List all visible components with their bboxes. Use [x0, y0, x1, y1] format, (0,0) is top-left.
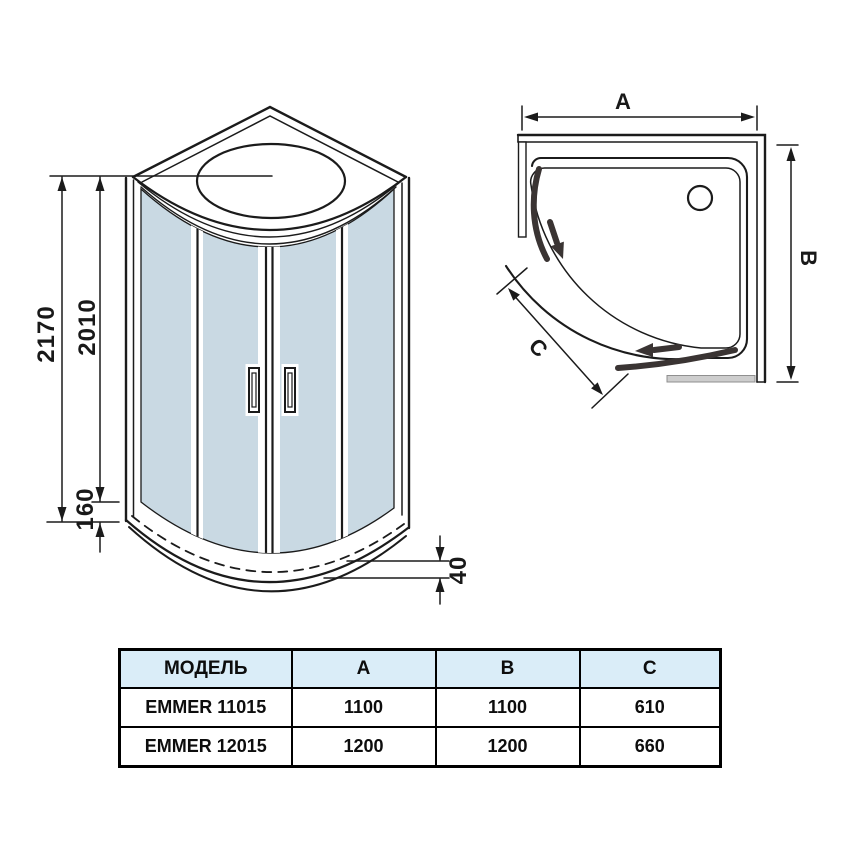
- dim-label-tray-lip: 40: [445, 556, 472, 585]
- header-a: A: [290, 648, 437, 689]
- dim-total-height: [46, 175, 273, 523]
- dim-tray-lip: [323, 535, 450, 605]
- dim-door-height: [91, 176, 120, 503]
- value-c: 610: [578, 687, 722, 728]
- dim-depth-b: [776, 144, 799, 383]
- value-b: 1100: [434, 687, 581, 728]
- header-model: МОДЕЛЬ: [118, 648, 293, 689]
- door-handle-right: [281, 364, 299, 416]
- dim-label-c: C: [524, 333, 553, 362]
- door-panel-arc-left: [530, 166, 550, 262]
- door-panel-arc-right: [615, 347, 738, 371]
- value-a: 1200: [290, 726, 437, 768]
- front-view: 2170 2010 160: [33, 105, 472, 605]
- tray-top-outline: [504, 156, 749, 361]
- shower-tray-front: [124, 515, 410, 593]
- left-panel-stub: [517, 141, 527, 238]
- dim-label-a: A: [615, 89, 631, 114]
- top-view: A B C: [496, 89, 821, 409]
- tray-dashed-line: [131, 515, 405, 573]
- dim-width-a: [521, 105, 758, 131]
- dim-tray-height: [95, 522, 105, 553]
- dim-label-door-height: 2010: [74, 298, 101, 355]
- door-motion-arrow-left: [635, 343, 682, 357]
- back-walls: [516, 133, 767, 384]
- dome-ellipse: [195, 142, 347, 220]
- value-b: 1200: [434, 726, 581, 768]
- door-handle-left: [245, 364, 263, 416]
- header-c: C: [578, 648, 722, 689]
- table-row: EMMER 12015 1200 1200 660: [118, 726, 722, 768]
- dim-label-tray-height: 160: [72, 487, 99, 530]
- header-b: B: [434, 648, 581, 689]
- value-a: 1100: [290, 687, 437, 728]
- table-row: EMMER 11015 1100 1100 610: [118, 687, 722, 728]
- cabin-frame: [124, 176, 411, 530]
- spec-table: МОДЕЛЬ A B C EMMER 11015 1100 1100 610 E…: [118, 648, 722, 768]
- dim-label-total-height: 2170: [33, 305, 60, 362]
- sliding-doors: [530, 166, 738, 371]
- model-name: EMMER 11015: [118, 687, 293, 728]
- value-c: 660: [578, 726, 722, 768]
- model-name: EMMER 12015: [118, 726, 293, 768]
- door-track-bar: [666, 375, 756, 383]
- door-motion-arrow-down: [547, 219, 564, 259]
- drain-circle: [686, 184, 714, 212]
- spec-table-header-row: МОДЕЛЬ A B C: [118, 648, 722, 689]
- dim-entry-c: [496, 267, 629, 409]
- dim-label-b: B: [796, 250, 821, 266]
- cabin-top-cap: [131, 105, 408, 245]
